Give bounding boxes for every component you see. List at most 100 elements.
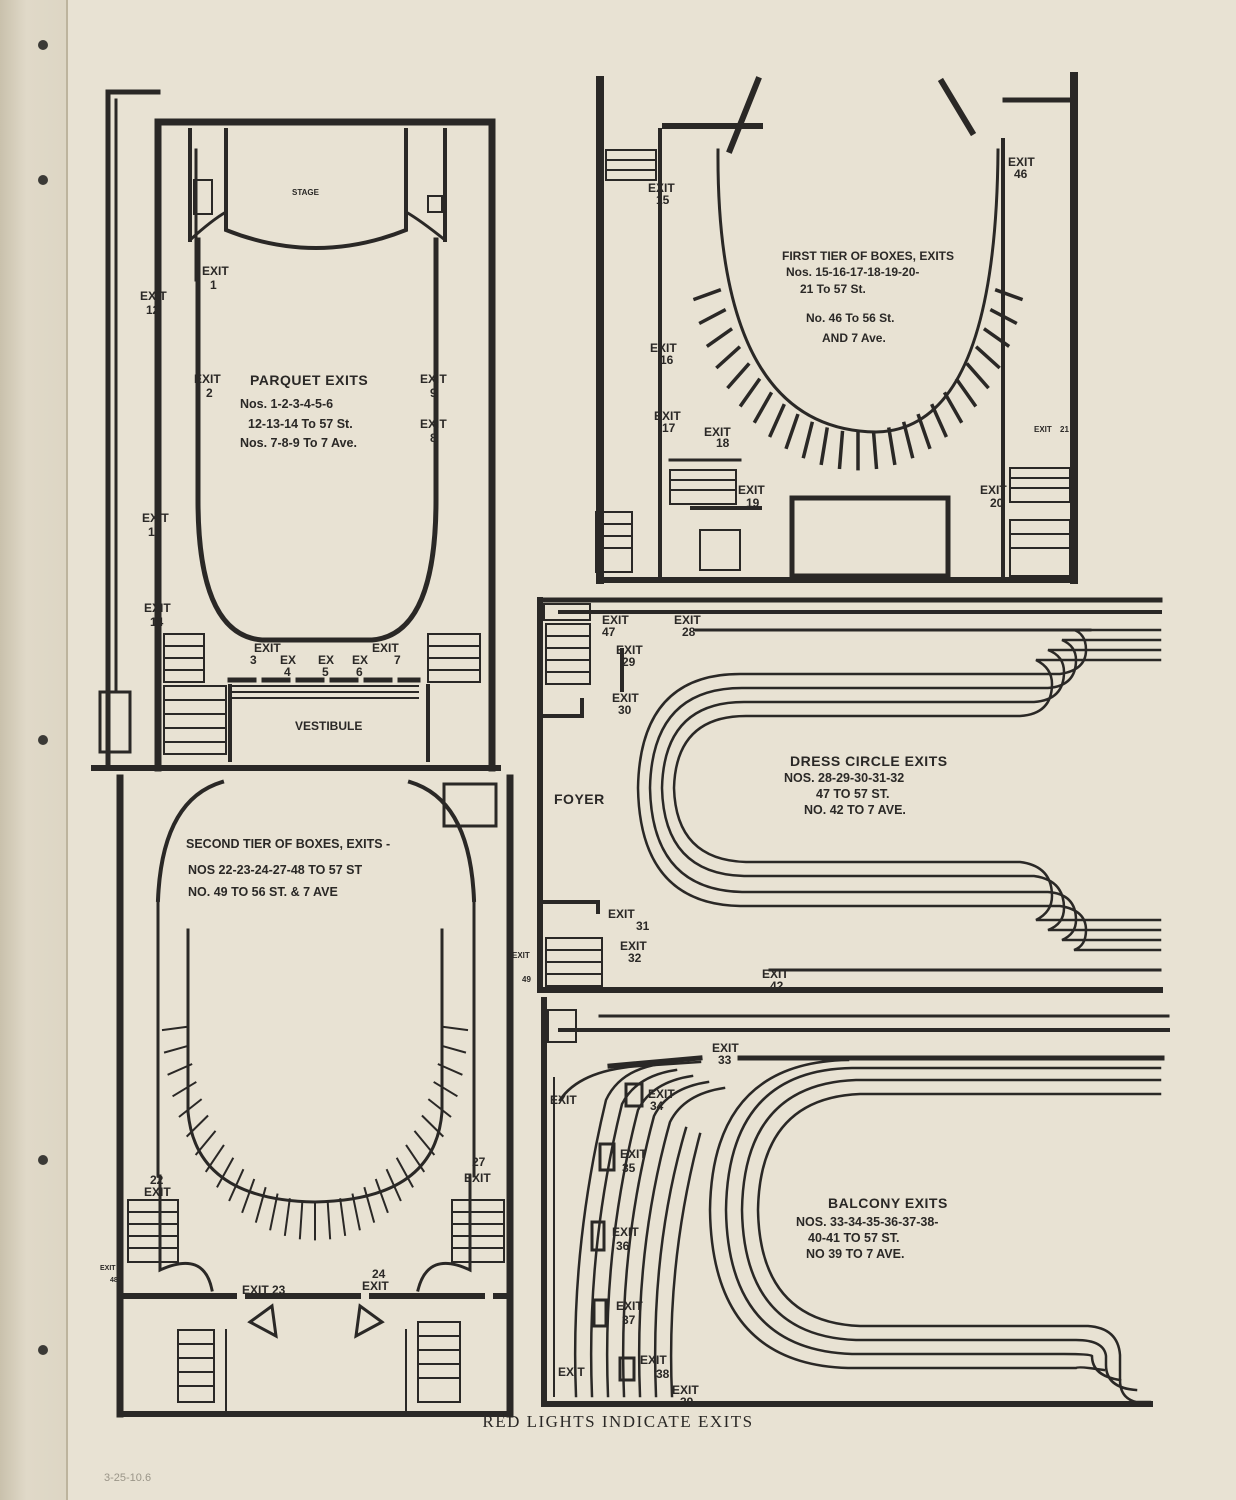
exit-number: 14 bbox=[150, 615, 164, 629]
exit-number: 35 bbox=[622, 1161, 636, 1175]
exit-label: EXIT bbox=[980, 483, 1007, 497]
first-tier-box-partitions bbox=[692, 288, 1024, 471]
exit-number: 7 bbox=[394, 653, 401, 667]
box-partition bbox=[185, 1114, 209, 1138]
exit-label: EX bbox=[318, 653, 334, 667]
exit-label: EXIT bbox=[648, 181, 675, 195]
box-partition bbox=[178, 1098, 203, 1118]
exit-label: EXIT bbox=[362, 1279, 389, 1293]
exit-label: EXIT bbox=[616, 643, 643, 657]
box-partition bbox=[982, 327, 1011, 348]
exit-number: 47 bbox=[602, 625, 616, 639]
exit-label: EXIT bbox=[242, 1283, 269, 1297]
exit-number: 32 bbox=[628, 951, 642, 965]
exit-label: EX bbox=[280, 653, 296, 667]
exit-number: 33 bbox=[718, 1053, 732, 1067]
box-partition bbox=[887, 427, 897, 466]
exit-label: EXIT bbox=[612, 691, 639, 705]
box-partition bbox=[194, 1130, 217, 1156]
parquet-plan bbox=[91, 89, 501, 772]
box-partition bbox=[974, 345, 1001, 370]
second-tier-title: SECOND TIER OF BOXES, EXITS - bbox=[186, 837, 390, 851]
box-partition bbox=[351, 1193, 361, 1231]
exit-label: EXIT bbox=[100, 1265, 116, 1272]
box-partition bbox=[916, 413, 932, 450]
box-partition bbox=[989, 308, 1018, 326]
first-tier-plan bbox=[595, 72, 1078, 584]
first-tier-title: FIRST TIER OF BOXES, EXITS bbox=[782, 249, 954, 263]
exit-number: 20 bbox=[990, 496, 1004, 510]
box-partition bbox=[954, 377, 978, 408]
box-partition bbox=[413, 1130, 436, 1156]
exit-number: 18 bbox=[716, 436, 730, 450]
exit-number: 6 bbox=[356, 665, 363, 679]
exit-number: 48 bbox=[110, 1277, 118, 1284]
box-partition bbox=[172, 1081, 197, 1098]
binding-hole-icon bbox=[38, 1345, 48, 1355]
pencil-annotation: 3-25-10.6 bbox=[104, 1472, 152, 1484]
exit-label: EXIT bbox=[140, 289, 167, 303]
balcony-plan bbox=[541, 997, 1170, 1407]
exit-label: EXIT bbox=[558, 1365, 585, 1379]
box-partition bbox=[437, 1063, 463, 1076]
second-tier-labels: SECOND TIER OF BOXES, EXITS - NOS 22-23-… bbox=[100, 837, 531, 1297]
exit-number: 24 bbox=[372, 1267, 386, 1281]
exit-label: EX bbox=[352, 653, 368, 667]
box-partition bbox=[768, 403, 786, 438]
stage-label: STAGE bbox=[292, 188, 320, 197]
exit-label: EXIT bbox=[1034, 425, 1052, 434]
box-partition bbox=[726, 362, 751, 390]
exit-label: EXIT bbox=[648, 1087, 675, 1101]
box-partition bbox=[784, 413, 800, 450]
parquet-title: PARQUET EXITS bbox=[250, 372, 368, 388]
balcony-line-3: NO 39 TO 7 AVE. bbox=[806, 1247, 904, 1261]
exit-label: EXIT bbox=[144, 601, 171, 615]
exit-number: 28 bbox=[682, 625, 696, 639]
first-tier-line-2: 21 To 57 St. bbox=[800, 282, 866, 296]
exit-number: 34 bbox=[650, 1099, 664, 1113]
box-partition bbox=[442, 1025, 469, 1032]
second-tier-line-2: NO. 49 TO 56 ST. & 7 AVE bbox=[188, 885, 338, 899]
dress-circle-labels: FOYER DRESS CIRCLE EXITS NOS. 28-29-30-3… bbox=[554, 613, 947, 993]
exit-label: EXIT bbox=[550, 1093, 577, 1107]
exit-label: EXIT bbox=[616, 1299, 643, 1313]
exit-number: 27 bbox=[472, 1155, 486, 1169]
first-tier-line-4: AND 7 Ave. bbox=[822, 331, 886, 345]
box-partition bbox=[752, 391, 774, 424]
exit-label: EXIT bbox=[420, 417, 447, 431]
exit-label: EXIT bbox=[620, 1147, 647, 1161]
binding-hole-icon bbox=[38, 1155, 48, 1165]
box-partition bbox=[363, 1186, 376, 1223]
exit-label: EXIT bbox=[704, 425, 731, 439]
box-partition bbox=[326, 1200, 332, 1240]
box-partition bbox=[254, 1186, 267, 1223]
box-partition bbox=[167, 1063, 193, 1076]
exit-label: EXIT bbox=[654, 409, 681, 423]
exit-number: 31 bbox=[636, 919, 650, 933]
exit-label: EXIT bbox=[1008, 155, 1035, 169]
box-partition bbox=[204, 1144, 225, 1173]
binding-hole-icon bbox=[38, 40, 48, 50]
box-partition bbox=[698, 308, 727, 326]
balcony-labels: BALCONY EXITS NOS. 33-34-35-36-37-38- 40… bbox=[550, 1041, 947, 1409]
exit-number: 12 bbox=[146, 303, 160, 317]
exit-label: EXIT bbox=[464, 1171, 491, 1185]
exit-label: EXIT bbox=[712, 1041, 739, 1055]
box-partition bbox=[298, 1200, 304, 1240]
exit-label: EXIT bbox=[620, 939, 647, 953]
parquet-line-3: Nos. 7-8-9 To 7 Ave. bbox=[240, 436, 357, 450]
parquet-line-1: Nos. 1-2-3-4-5-6 bbox=[240, 397, 333, 411]
box-partition bbox=[283, 1198, 291, 1237]
exit-number: 46 bbox=[1014, 167, 1028, 181]
foyer-label: FOYER bbox=[554, 791, 605, 807]
box-partition bbox=[385, 1168, 402, 1202]
exit-number: 1 bbox=[210, 278, 217, 292]
balcony-line-2: 40-41 TO 57 ST. bbox=[808, 1231, 900, 1245]
parquet-line-2: 12-13-14 To 57 St. bbox=[248, 417, 353, 431]
exit-label: EXIT bbox=[608, 907, 635, 921]
box-partition bbox=[339, 1198, 347, 1237]
exit-label: EXIT bbox=[640, 1353, 667, 1367]
exit-label: EXIT bbox=[372, 641, 399, 655]
